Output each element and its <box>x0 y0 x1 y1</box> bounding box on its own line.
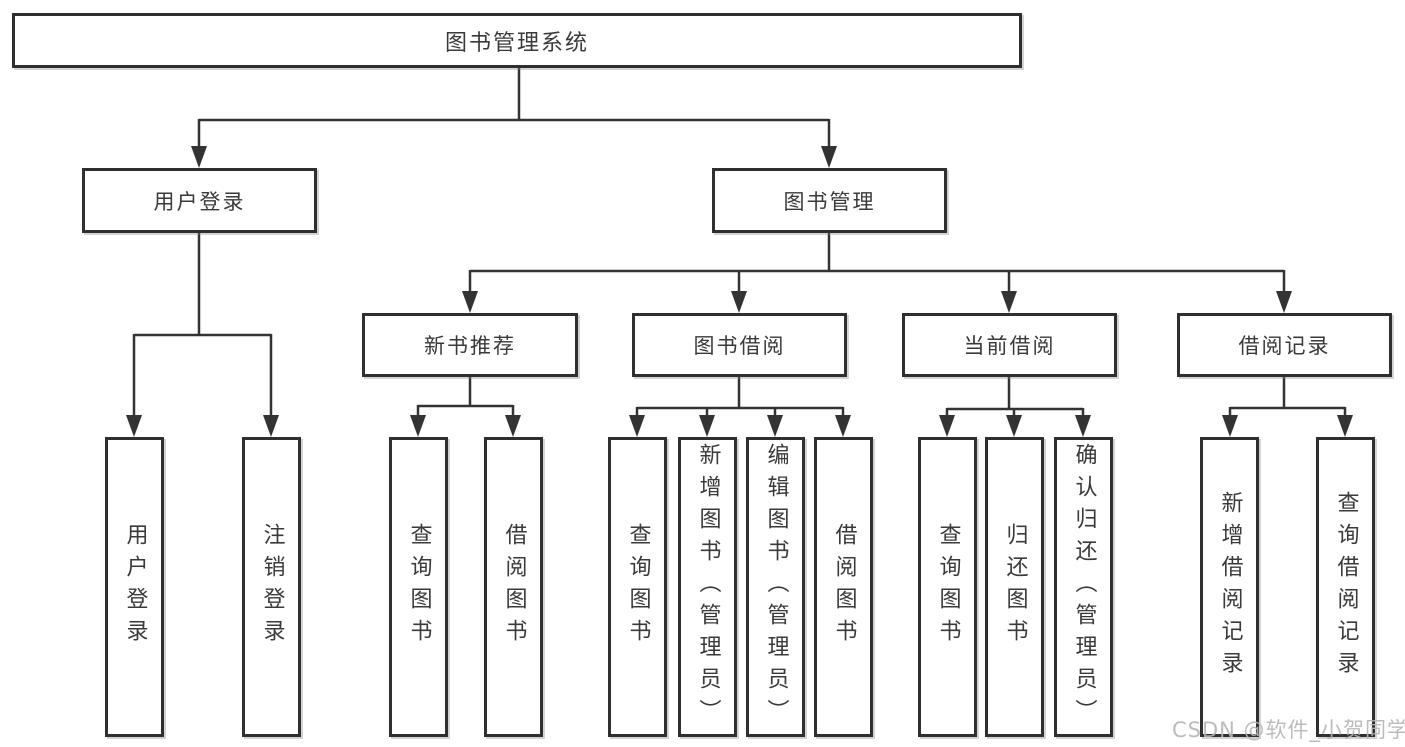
connector-records-to-leaves <box>1222 377 1353 437</box>
leaf-label: 查询图书 <box>935 523 961 651</box>
leaf-label: 借阅图书 <box>831 523 857 651</box>
node-label: 图书管理 <box>783 189 876 214</box>
leaf-query-borrow-record: 查询借阅记录 <box>1316 437 1375 737</box>
leaf-edit-books-admin: 编辑图书（管理员） <box>746 437 805 737</box>
leaf-label: 查询图书 <box>625 523 651 651</box>
leaf-user-login: 用户登录 <box>105 437 164 737</box>
leaf-label: 新增图书（管理员） <box>695 443 721 731</box>
csdn-watermark: CSDN @软件_小贺同学 <box>1172 718 1405 742</box>
leaf-label: 注销登录 <box>259 523 285 651</box>
leaf-borrow-books: 借阅图书 <box>814 437 873 737</box>
leaf-label: 查询图书 <box>406 523 432 651</box>
node-book-borrowing: 图书借阅 <box>632 313 847 377</box>
leaf-query-books-borrow: 查询图书 <box>608 437 667 737</box>
node-root: 图书管理系统 <box>12 13 1022 68</box>
connector-userlogin-to-leaves <box>126 233 279 437</box>
leaf-logout: 注销登录 <box>242 437 301 737</box>
leaf-label: 新增借阅记录 <box>1217 491 1243 683</box>
connector-bookmgmt-to-level3 <box>462 233 1292 313</box>
connector-newbooks-to-leaves <box>410 377 521 437</box>
leaf-add-borrow-record: 新增借阅记录 <box>1200 437 1259 737</box>
node-new-book-recommend: 新书推荐 <box>362 313 578 377</box>
leaf-query-books-current: 查询图书 <box>918 437 977 737</box>
connector-root-to-level2 <box>191 68 837 168</box>
leaf-label: 归还图书 <box>1002 523 1028 651</box>
leaf-label: 用户登录 <box>122 523 148 651</box>
leaf-borrow-books-recommend: 借阅图书 <box>484 437 543 737</box>
node-label: 图书借阅 <box>693 334 786 358</box>
node-label: 新书推荐 <box>424 334 516 358</box>
leaf-return-books: 归还图书 <box>985 437 1044 737</box>
node-book-management: 图书管理 <box>712 168 947 233</box>
node-user-login: 用户登录 <box>82 168 317 233</box>
node-root-label: 图书管理系统 <box>444 30 589 56</box>
node-label: 当前借阅 <box>963 334 1056 358</box>
connector-borrow-to-leaves <box>629 377 851 437</box>
leaf-label: 确认归还（管理员） <box>1071 443 1097 731</box>
node-label: 用户登录 <box>153 189 246 214</box>
node-current-borrowing: 当前借阅 <box>902 313 1117 377</box>
node-borrow-records: 借阅记录 <box>1177 313 1392 377</box>
leaf-label: 编辑图书（管理员） <box>763 443 789 731</box>
leaf-add-books-admin: 新增图书（管理员） <box>678 437 737 737</box>
leaf-confirm-return-admin: 确认归还（管理员） <box>1054 437 1113 737</box>
node-label: 借阅记录 <box>1238 334 1331 358</box>
leaf-label: 借阅图书 <box>501 523 527 651</box>
connector-current-to-leaves <box>939 377 1091 437</box>
leaf-label: 查询借阅记录 <box>1333 491 1359 683</box>
leaf-query-books-recommend: 查询图书 <box>389 437 448 737</box>
